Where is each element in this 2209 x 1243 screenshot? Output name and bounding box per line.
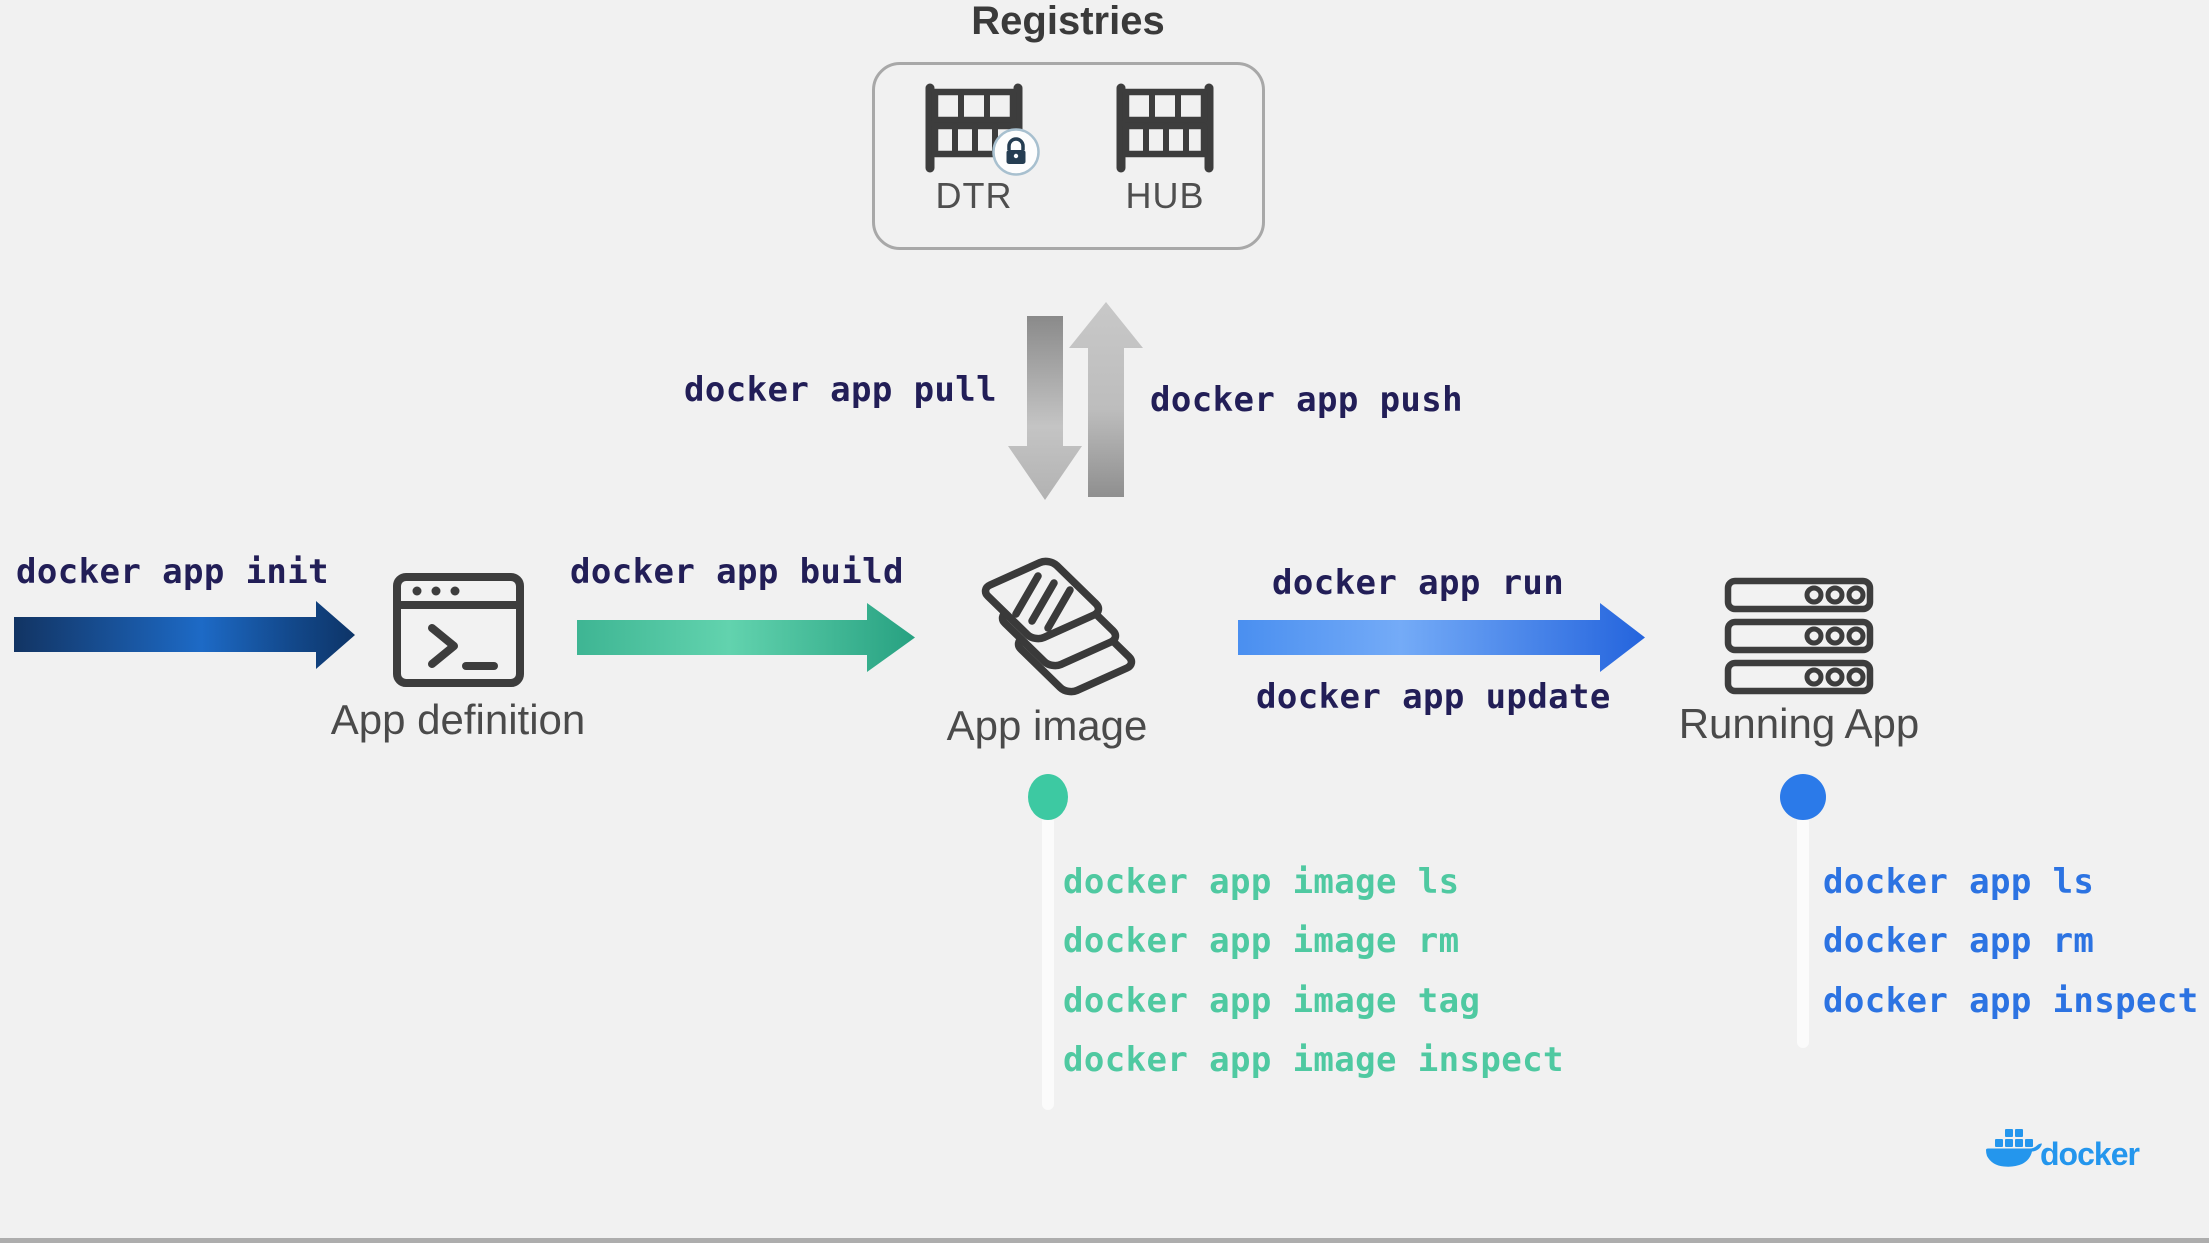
- lock-badge-icon: [992, 128, 1040, 176]
- init-arrow: [10, 595, 366, 677]
- build-arrow: [570, 595, 922, 677]
- bottom-border: [0, 1238, 2209, 1243]
- running-app-connector-dot: [1780, 774, 1826, 820]
- hub-label: HUB: [1125, 175, 1205, 216]
- pull-command-label: docker app pull: [684, 370, 998, 410]
- app-image-command: docker app image inspect: [1063, 1040, 1564, 1080]
- docker-whale-icon: [1984, 1126, 2042, 1176]
- registries-title: Registries: [971, 0, 1165, 43]
- update-command-label: docker app update: [1256, 677, 1611, 717]
- running-app-command: docker app rm: [1823, 921, 2095, 961]
- terminal-window-icon: [392, 572, 525, 688]
- hub-registry: [1113, 83, 1217, 173]
- app-image-command: docker app image ls: [1063, 862, 1460, 902]
- run-arrow: [1230, 595, 1650, 677]
- server-stack-icon: [1724, 577, 1874, 695]
- app-image-layers-icon: [970, 542, 1142, 700]
- app-definition-label: App definition: [330, 696, 586, 743]
- running-app-label: Running App: [1678, 700, 1920, 747]
- app-image-label: App image: [946, 702, 1148, 749]
- dtr-label: DTR: [935, 175, 1013, 216]
- push-arrow: [1069, 302, 1143, 497]
- docker-wordmark: docker: [2040, 1136, 2140, 1172]
- running-app-connector-line: [1797, 816, 1809, 1048]
- app-image-command: docker app image rm: [1063, 921, 1460, 961]
- app-image-connector-line: [1042, 816, 1054, 1110]
- app-image-connector-dot: [1028, 774, 1068, 820]
- registry-rack-icon: [1116, 83, 1214, 173]
- transfer-arrows: [1000, 295, 1150, 507]
- app-image-command: docker app image tag: [1063, 981, 1481, 1021]
- pull-arrow: [1008, 316, 1082, 500]
- run-command-label: docker app run: [1272, 563, 1565, 603]
- init-command-label: docker app init: [16, 552, 330, 592]
- running-app-command: docker app ls: [1823, 862, 2095, 902]
- running-app-command: docker app inspect: [1823, 981, 2199, 1021]
- registries-panel: [872, 62, 1265, 250]
- push-command-label: docker app push: [1150, 380, 1464, 420]
- build-command-label: docker app build: [570, 552, 904, 592]
